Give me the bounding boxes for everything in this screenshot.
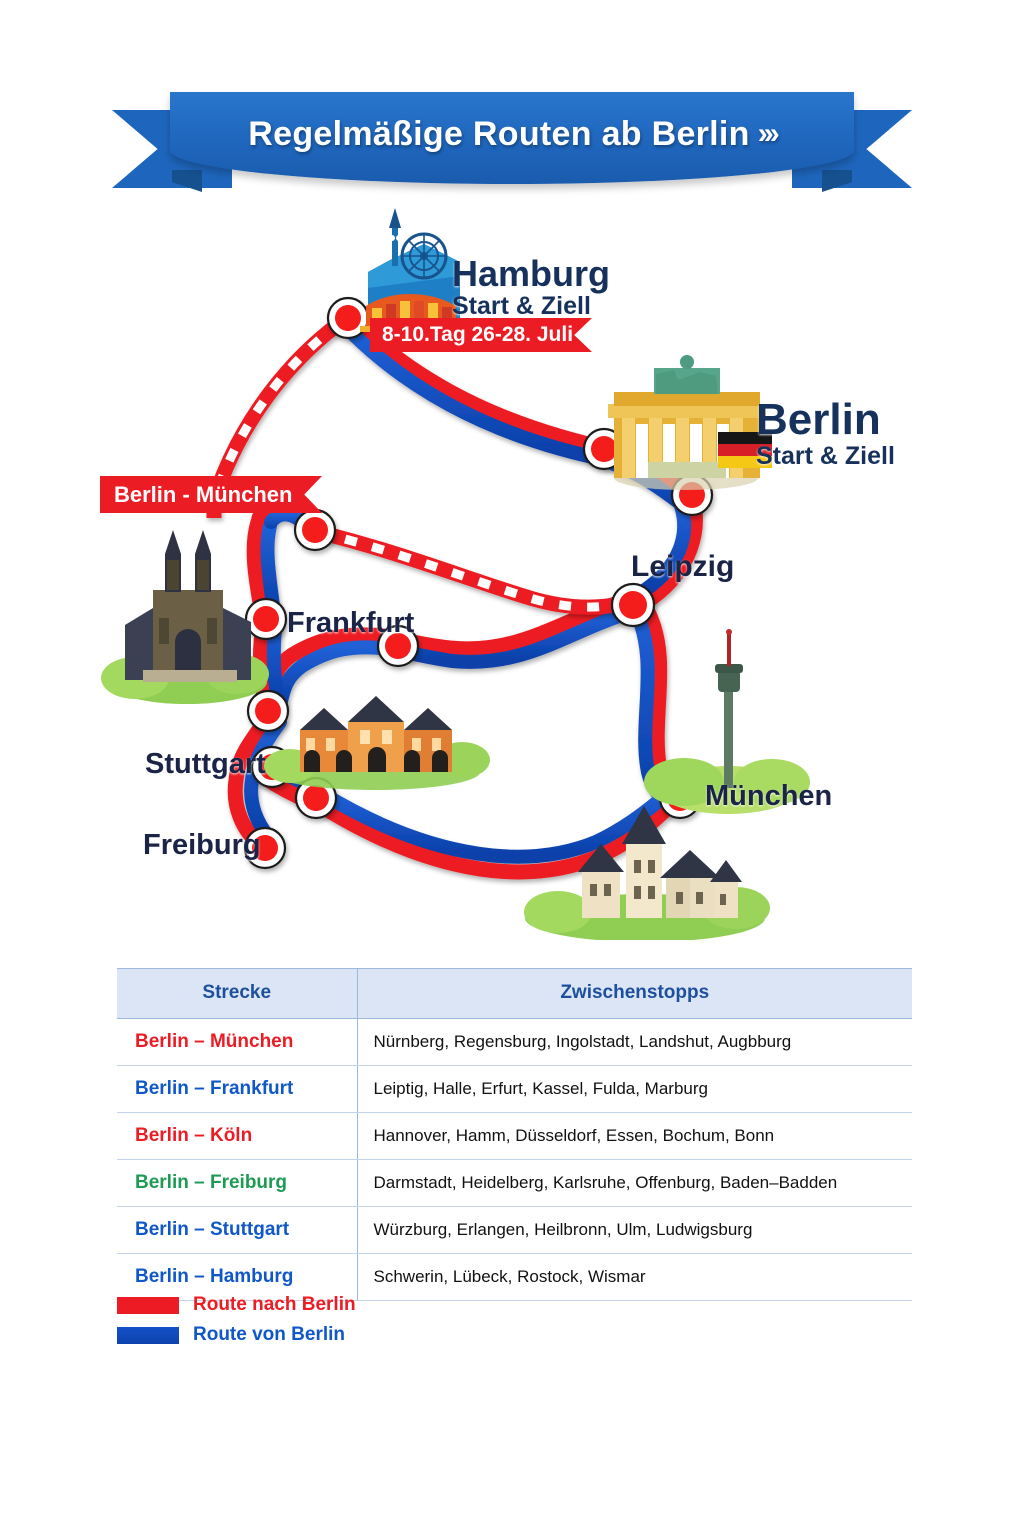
- german-flag-icon: [718, 432, 772, 468]
- table-body: Berlin – München Nürnberg, Regensburg, I…: [117, 1018, 912, 1301]
- route-stops: Nürnberg, Regensburg, Ingolstadt, Landsh…: [357, 1018, 912, 1066]
- route-stops: Hannover, Hamm, Düsseldorf, Essen, Bochu…: [357, 1112, 912, 1160]
- table-row: Berlin – Frankfurt Leiptig, Halle, Erfur…: [117, 1065, 912, 1113]
- hamburg-subtitle: Start & Ziell: [452, 292, 591, 320]
- legend-item-von-berlin: Route von Berlin: [117, 1324, 356, 1346]
- city-label-freiburg: Freiburg: [143, 829, 261, 861]
- route-stops: Würzburg, Erlangen, Heilbronn, Ulm, Ludw…: [357, 1206, 912, 1254]
- route-map-svg: [101, 208, 810, 940]
- banner-fold-left: [172, 170, 202, 192]
- column-header-zwischenstopps: Zwischenstopps: [357, 968, 912, 1019]
- cologne-cathedral-icon: [101, 530, 269, 704]
- legend-swatch-red: [117, 1296, 179, 1314]
- banner-fold-right: [822, 170, 852, 192]
- hamburg-name: Hamburg: [452, 253, 611, 294]
- city-label-leipzig: Leipzig: [631, 550, 735, 583]
- route-name: Berlin – München: [117, 1018, 358, 1066]
- legend-item-nach-berlin: Route nach Berlin: [117, 1294, 356, 1316]
- table-row: Berlin – München Nürnberg, Regensburg, I…: [117, 1018, 912, 1066]
- legend-label-nach-berlin: Route nach Berlin: [193, 1294, 356, 1315]
- chevron-right-icon: ›››: [757, 117, 780, 150]
- berlin-subtitle: Start & Ziell: [756, 442, 895, 470]
- legend-swatch-blue: [117, 1326, 179, 1344]
- berlin-label: Berlin Start & Ziell: [756, 398, 895, 471]
- hamburg-date-tag: 8-10.Tag 26-28. Juli: [370, 318, 592, 352]
- berlin-name: Berlin: [756, 395, 881, 444]
- route-stops: Leiptig, Halle, Erfurt, Kassel, Fulda, M…: [357, 1065, 912, 1113]
- city-label-muenchen: München: [705, 780, 833, 812]
- routes-table: Strecke Zwischenstopps Berlin – München …: [117, 968, 912, 1301]
- berlin-muenchen-route-tag: Berlin - München: [100, 476, 322, 513]
- brandenburg-gate-icon: [608, 355, 766, 490]
- city-label-frankfurt: Frankfurt: [287, 607, 415, 639]
- hamburg-label: Hamburg Start & Ziell: [452, 256, 610, 321]
- table-header-row: Strecke Zwischenstopps: [117, 968, 912, 1019]
- city-label-stuttgart: Stuttgart: [145, 748, 266, 780]
- route-stops: Schwerin, Lübeck, Rostock, Wismar: [357, 1253, 912, 1301]
- route-stops: Darmstadt, Heidelberg, Karlsruhe, Offenb…: [357, 1159, 912, 1207]
- olympia-tower-icon: [644, 629, 810, 814]
- hamburg-date-text: 8-10.Tag 26-28. Juli: [382, 323, 574, 346]
- table-row: Berlin – Hamburg Schwerin, Lübeck, Rosto…: [117, 1253, 912, 1301]
- route-map: Hamburg Start & Ziell 8-10.Tag 26-28. Ju…: [0, 200, 1024, 940]
- map-legend: Route nach Berlin Route von Berlin: [117, 1294, 356, 1354]
- route-name: Berlin – Köln: [117, 1112, 358, 1160]
- column-header-strecke: Strecke: [117, 968, 358, 1019]
- header-banner: Regelmäßige Routen ab Berlin ›››: [0, 92, 1024, 207]
- route-name: Berlin – Hamburg: [117, 1253, 358, 1301]
- neuschwanstein-castle-icon: [524, 806, 770, 940]
- table-row: Berlin – Freiburg Darmstadt, Heidelberg,…: [117, 1159, 912, 1207]
- table-row: Berlin – Stuttgart Würzburg, Erlangen, H…: [117, 1206, 912, 1254]
- table-row: Berlin – Köln Hannover, Hamm, Düsseldorf…: [117, 1112, 912, 1160]
- frankfurt-roemer-icon: [264, 696, 490, 790]
- page-title: Regelmäßige Routen ab Berlin: [248, 114, 750, 153]
- route-name: Berlin – Frankfurt: [117, 1065, 358, 1113]
- route-name: Berlin – Freiburg: [117, 1159, 358, 1207]
- legend-label-von-berlin: Route von Berlin: [193, 1324, 346, 1345]
- route-name: Berlin – Stuttgart: [117, 1206, 358, 1254]
- berlin-muenchen-route-text: Berlin - München: [114, 481, 293, 507]
- banner-body: Regelmäßige Routen ab Berlin ›››: [170, 92, 854, 184]
